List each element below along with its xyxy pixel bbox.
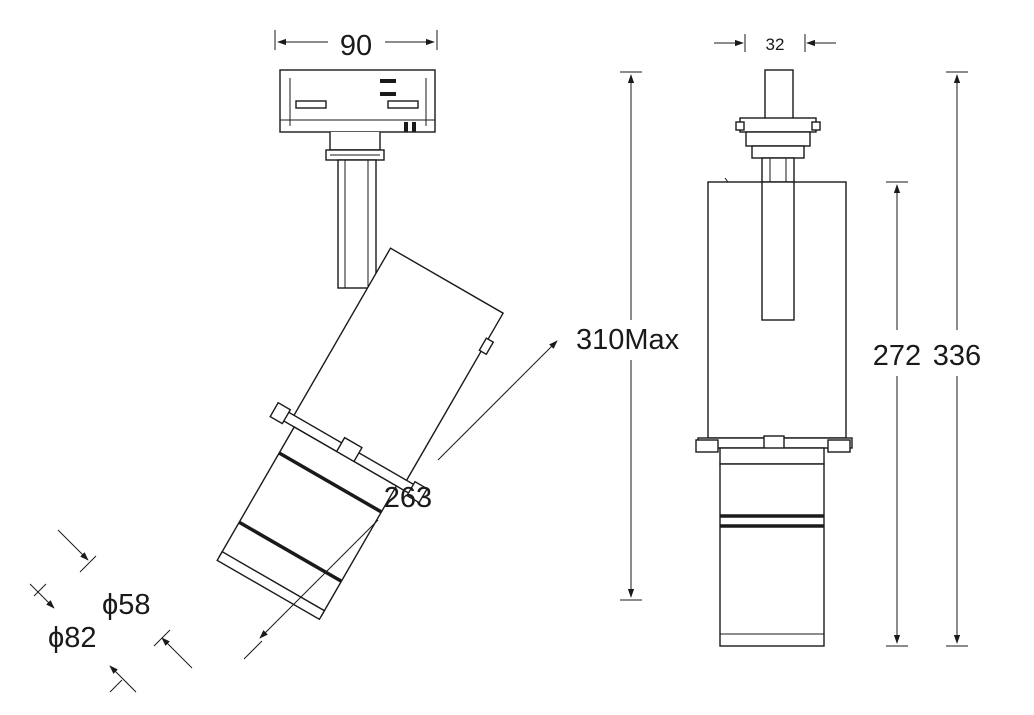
track-adapter (279, 69, 436, 133)
dimension-width: 90 (274, 30, 438, 62)
lamp-head (216, 247, 505, 621)
dimension-inner-diameter-label: ϕ58 (102, 589, 151, 621)
dimension-max-height: 310Max (576, 71, 680, 601)
front-view (216, 69, 505, 621)
side-lens (719, 447, 825, 647)
dimension-length: 263 (243, 340, 558, 660)
dimension-side-width: 32 (714, 34, 836, 54)
dimension-outer-diameter: ϕ82 (29, 583, 137, 693)
dimension-body-height: 272 (873, 181, 921, 647)
dimension-body-height-label: 272 (873, 340, 921, 372)
dimension-length-label: 263 (384, 482, 432, 514)
dimension-max-height-label: 310Max (576, 324, 680, 356)
side-adapter (735, 69, 821, 159)
dimension-total-height-label: 336 (933, 340, 981, 372)
dimension-width-label: 90 (340, 30, 372, 62)
dimension-outer-diameter-label: ϕ82 (48, 622, 97, 654)
dimension-inner-diameter: ϕ58 (57, 529, 193, 669)
dimension-side-width-label: 32 (766, 35, 785, 54)
connector (325, 132, 385, 161)
side-view (695, 69, 853, 647)
side-body (707, 177, 847, 439)
stem (337, 159, 377, 289)
dimension-total-height: 336 (933, 71, 981, 647)
